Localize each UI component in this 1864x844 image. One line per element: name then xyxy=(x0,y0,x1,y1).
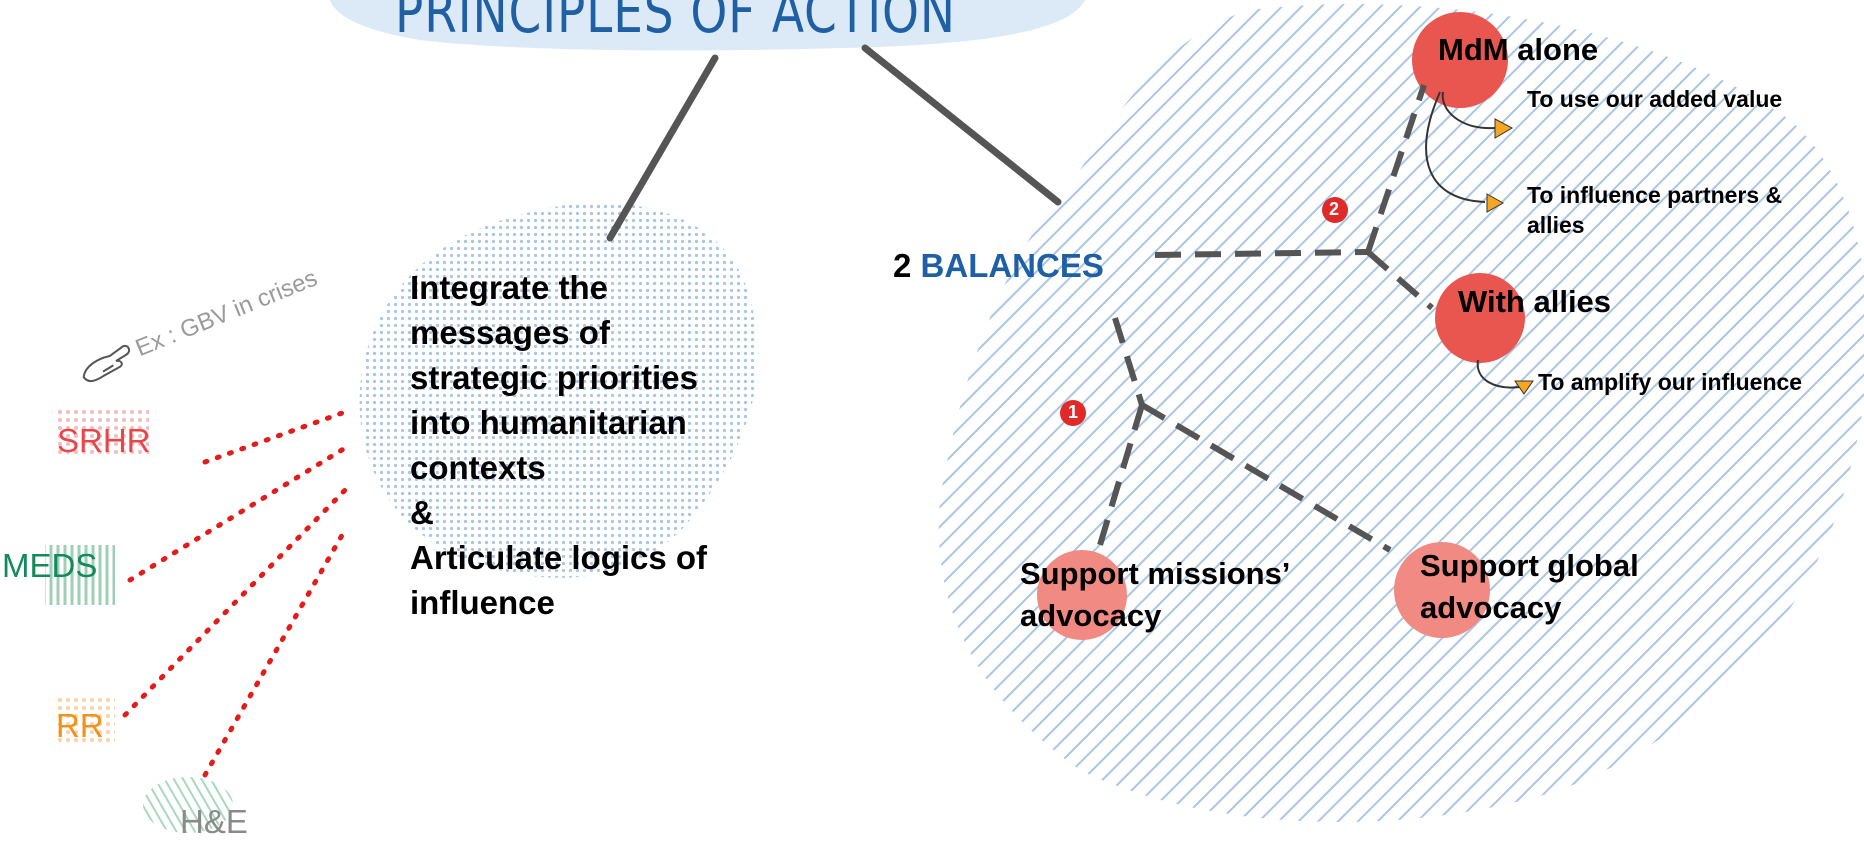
hand-pointing-icon xyxy=(82,344,131,383)
support-missions-line: Support missions’ xyxy=(1020,556,1291,591)
support-missions-circle xyxy=(1037,550,1127,640)
main-line: Articulate logics of xyxy=(410,539,708,576)
main-line: messages of xyxy=(410,314,610,351)
topic-he-label: H&E xyxy=(180,803,248,840)
balances-label: BALANCES xyxy=(920,247,1104,284)
topic-srhr-label: SRHR xyxy=(57,422,151,459)
title-cloud xyxy=(330,0,1085,51)
outcome-amplify: To amplify our influence xyxy=(1538,369,1803,395)
dashed-connectors xyxy=(1097,84,1434,553)
support-global-label: Support global advocacy xyxy=(1420,545,1639,629)
title-connector-left xyxy=(606,54,719,242)
badge-1-label: 1 xyxy=(1068,402,1079,422)
rr-swatch xyxy=(55,695,115,743)
arrow-influence-partners xyxy=(1486,193,1505,213)
main-line: influence xyxy=(410,584,555,621)
balances-number: 2 xyxy=(893,247,912,284)
main-line: strategic priorities xyxy=(410,359,698,396)
with-allies-circle xyxy=(1435,273,1525,363)
topic-rr-label: RR xyxy=(56,707,104,744)
main-line: & xyxy=(410,494,434,531)
page-title: PRINCIPLES OF ACTION xyxy=(395,0,956,46)
meds-swatch xyxy=(45,545,115,605)
main-line: into humanitarian xyxy=(410,404,687,441)
support-missions-line: advocacy xyxy=(1020,598,1162,633)
support-global-line: Support global xyxy=(1420,548,1639,583)
outcome-influence-line: To influence partners & xyxy=(1527,182,1783,208)
outcome-curves xyxy=(1425,91,1521,389)
outcome-influence-partners: To influence partners & allies xyxy=(1527,180,1782,240)
balances-heading: 2 BALANCES xyxy=(893,247,1104,285)
hatched-region xyxy=(938,4,1864,823)
badge-2-label: 2 xyxy=(1329,199,1340,219)
main-line: Integrate the xyxy=(410,269,609,306)
mdm-alone-label: MdM alone xyxy=(1438,32,1599,67)
main-statement: Integrate the messages of strategic prio… xyxy=(410,265,770,625)
with-allies-label: With allies xyxy=(1458,284,1612,319)
srhr-swatch xyxy=(54,410,149,458)
topic-meds-label: MEDS xyxy=(2,547,98,584)
badge-1 xyxy=(1060,400,1086,426)
topic-connectors xyxy=(122,409,353,778)
outcome-added-value: To use our added value xyxy=(1527,86,1783,112)
dotted-blob xyxy=(359,202,759,578)
badge-2 xyxy=(1322,197,1348,223)
arrow-amplify xyxy=(1514,380,1534,395)
support-missions-label: Support missions’ advocacy xyxy=(1020,553,1290,637)
he-swatch xyxy=(143,777,233,833)
mdm-alone-circle xyxy=(1412,12,1508,108)
support-global-line: advocacy xyxy=(1420,590,1562,625)
outcome-influence-line: allies xyxy=(1527,212,1585,238)
support-global-circle xyxy=(1394,542,1490,638)
arrow-added-value xyxy=(1494,118,1514,139)
title-connector-right xyxy=(861,44,1062,206)
main-line: contexts xyxy=(410,449,546,486)
